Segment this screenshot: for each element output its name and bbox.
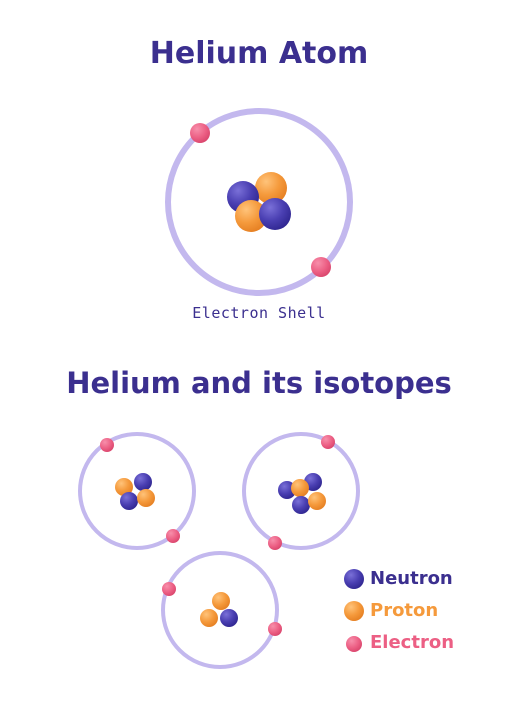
nucleus [278, 473, 326, 514]
proton [308, 492, 326, 510]
electron [166, 529, 180, 543]
neutron [292, 496, 310, 514]
isotope-atom-2 [242, 432, 360, 550]
electron-shell [78, 432, 196, 550]
proton [235, 200, 267, 232]
legend-neutron-marker [344, 569, 364, 589]
electron [268, 536, 282, 550]
electron-shell [242, 432, 360, 550]
section-title: Helium and its isotopes [66, 366, 452, 400]
legend-proton-label: Proton [370, 600, 439, 621]
main-atom [165, 108, 353, 296]
neutron [220, 609, 238, 627]
page-title: Helium Atom [149, 36, 369, 71]
nucleus [227, 172, 291, 232]
proton [291, 479, 309, 497]
nucleus [115, 473, 155, 510]
neutron [259, 198, 291, 230]
legend-electron-label: Electron [370, 632, 455, 653]
isotope-atom-3 [161, 551, 282, 669]
proton [255, 172, 287, 204]
neutron [134, 473, 152, 491]
electron-shell [161, 551, 279, 669]
legend-electron-marker [346, 636, 362, 652]
electron [162, 582, 176, 596]
isotope-atom-1 [78, 432, 196, 550]
electron [190, 123, 210, 143]
proton [137, 489, 155, 507]
legend-neutron-label: Neutron [370, 568, 453, 589]
neutron [120, 492, 138, 510]
electron [100, 438, 114, 452]
electron-shell-label: Electron Shell [192, 304, 326, 322]
proton [212, 592, 230, 610]
nucleus [200, 592, 238, 627]
electron [311, 257, 331, 277]
electron [321, 435, 335, 449]
legend [344, 569, 364, 652]
electron [268, 622, 282, 636]
electron-shell [165, 108, 353, 296]
proton [115, 478, 133, 496]
legend-proton-marker [344, 601, 364, 621]
proton [200, 609, 218, 627]
